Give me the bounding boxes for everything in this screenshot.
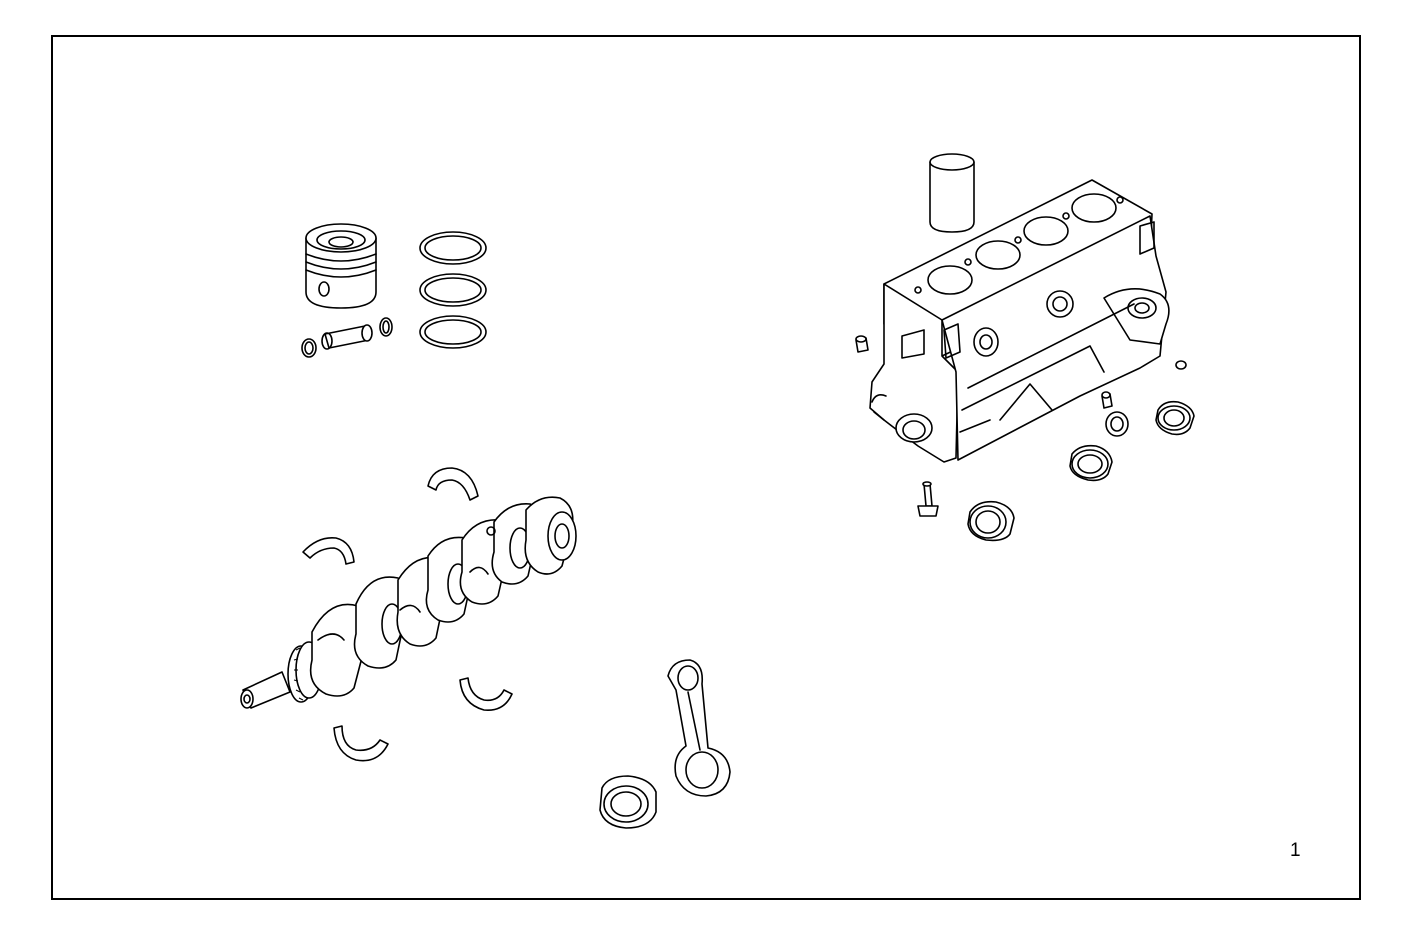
cam-bushing-2: [1070, 446, 1112, 481]
piston-ring-oil: [420, 316, 486, 348]
big-end-bearing: [600, 776, 656, 828]
piston-pin: [322, 325, 372, 349]
circlip-right: [380, 318, 392, 336]
main-bearing-bolt: [918, 482, 938, 516]
page-number: 1: [1290, 840, 1301, 861]
main-bearing-shell-lower-right: [460, 678, 512, 710]
cylinder-block: [870, 180, 1169, 462]
main-bearing-shell-lower-left: [334, 726, 388, 761]
block-plug-lower: [1102, 392, 1112, 408]
block-plug-right: [1176, 361, 1186, 369]
drawing-frame: [51, 35, 1361, 900]
main-bearing-shell-left: [303, 538, 354, 564]
cam-bushing-3: [1106, 412, 1128, 436]
crankshaft: [241, 497, 576, 708]
block-plug-left: [856, 336, 868, 352]
main-bearing-shell-top: [428, 468, 478, 500]
piston-ring-top: [420, 232, 486, 264]
piston-ring-middle: [420, 274, 486, 306]
circlip-left: [302, 339, 316, 357]
cam-bushing-4: [1156, 402, 1194, 435]
cam-bushing-1: [968, 502, 1014, 541]
connecting-rod: [668, 660, 730, 796]
cylinder-liner: [930, 154, 974, 232]
piston: [306, 224, 376, 308]
